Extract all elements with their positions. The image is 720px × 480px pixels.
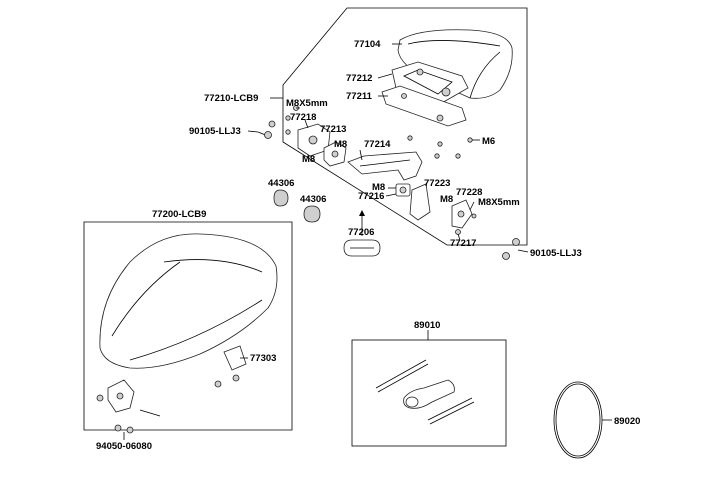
- bolt-94050: [114, 424, 134, 434]
- callout-77223: 77223: [424, 178, 450, 189]
- lock-plate-77218: [297, 123, 331, 157]
- callout-77200-lcb9: 77200-LCB9: [152, 209, 206, 220]
- upper-assembly-boundary: [282, 7, 528, 246]
- callout-89020: 89020: [614, 416, 640, 427]
- callout-90105-llj3-left: 90105-LLJ3: [189, 126, 241, 137]
- callout-m8-a: M8: [334, 139, 347, 150]
- hinge-bracket-77214: [347, 151, 423, 181]
- rubber-44306-b: [303, 205, 321, 223]
- bracket-77223: [409, 183, 431, 221]
- o-ring-89020: [553, 381, 603, 459]
- callout-77217: 77217: [450, 238, 476, 249]
- callout-77228: 77228: [456, 187, 482, 198]
- bolt-90105-left: [257, 120, 276, 139]
- callout-m8-b: M8: [302, 154, 315, 165]
- callout-77218: 77218: [290, 112, 316, 123]
- callout-90105-llj3-right: 90105-LLJ3: [530, 248, 582, 259]
- leader-lines: [123, 43, 612, 440]
- bolt-90105-right: [502, 238, 520, 260]
- seat-bracket-77211: [381, 85, 467, 127]
- lock-77213: [323, 141, 347, 167]
- callout-77303: 77303: [250, 353, 276, 364]
- callout-89010: 89010: [414, 320, 440, 331]
- callout-m8x5mm-right: M8X5mm: [478, 197, 520, 208]
- nut-m8x5-right: [471, 213, 477, 219]
- callout-77206: 77206: [348, 227, 374, 238]
- callout-m8-d: M8: [440, 194, 453, 205]
- callout-77214: 77214: [364, 139, 391, 150]
- callout-44306-a: 44306: [268, 178, 294, 189]
- bracket-77303: [214, 345, 247, 388]
- callout-77213: 77213: [320, 124, 346, 135]
- callout-77104: 77104: [354, 39, 381, 50]
- bumper-77206: [343, 210, 381, 257]
- bolt-77217: [455, 229, 461, 235]
- callout-94050-06080: 94050-06080: [96, 441, 152, 452]
- seat-cushion-77200: [99, 233, 278, 369]
- seat-base-77212: [391, 61, 469, 105]
- callout-m8-c: M8: [372, 182, 385, 193]
- rubber-44306-a: [273, 189, 289, 207]
- callout-m8x5mm-top: M8X5mm: [286, 98, 328, 109]
- callout-77216: 77216: [358, 191, 384, 202]
- tool-kit-box: [351, 339, 507, 447]
- callout-77210-lcb9: 77210-LCB9: [204, 93, 258, 104]
- callout-44306-b: 44306: [300, 194, 326, 205]
- hinge-77216: [395, 183, 411, 197]
- callout-m6: M6: [482, 136, 495, 147]
- callout-77211: 77211: [346, 91, 373, 102]
- tool-kit-89010: [375, 359, 475, 425]
- lock-77228: [451, 199, 473, 229]
- latch-lower: [96, 379, 161, 417]
- callout-77212: 77212: [346, 73, 372, 84]
- lower-assembly-boundary: [83, 221, 293, 431]
